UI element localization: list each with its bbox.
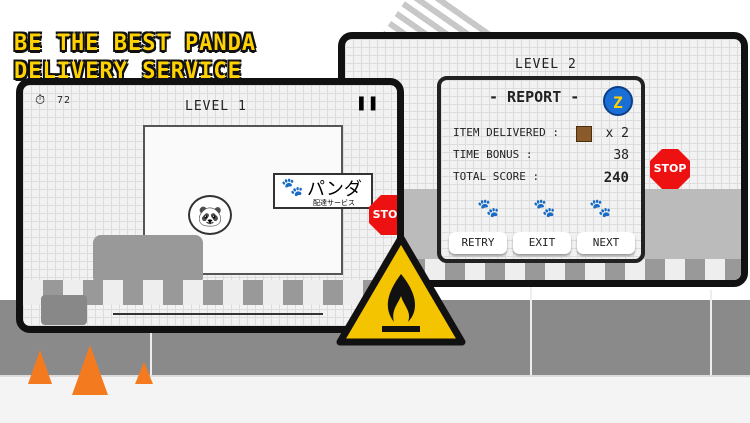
headline-line2: DELIVERY SERVICE — [14, 59, 242, 84]
level1-screen: ⏱ 72 LEVEL 1 ❚❚ 🐾 パンダ 配達サービス 🐼 STOP — [16, 78, 404, 333]
total-score-label: TOTAL SCORE : — [453, 170, 540, 183]
next-button[interactable]: NEXT — [577, 232, 635, 254]
stop-sign: STOP — [369, 195, 397, 235]
headline: BE THE BEST PANDA DELIVERY SERVICE — [14, 30, 256, 86]
level-label: LEVEL 1 — [185, 99, 247, 114]
exit-button[interactable]: EXIT — [513, 232, 571, 254]
level-label: LEVEL 2 — [515, 57, 577, 72]
windmill — [150, 300, 152, 380]
item-count: x 2 — [605, 126, 629, 141]
shop-sign: 🐾 パンダ 配達サービス — [273, 173, 373, 209]
timer-value: 72 — [57, 95, 72, 106]
windmill — [530, 280, 532, 380]
headline-line1: BE THE BEST PANDA — [14, 31, 257, 56]
control-button[interactable] — [41, 295, 87, 325]
z-badge-icon: Z — [603, 86, 633, 116]
sign-title: パンダ — [307, 179, 362, 200]
report-title: - REPORT - — [489, 88, 580, 106]
crate-icon — [576, 126, 593, 142]
time-bonus-label: TIME BONUS : — [453, 148, 533, 161]
paw-rating-icon: 🐾 — [589, 198, 612, 219]
pause-button[interactable]: ❚❚ — [355, 95, 379, 111]
windmill — [710, 290, 712, 380]
time-bonus-value: 38 — [613, 148, 629, 163]
item-delivered-label: ITEM DELIVERED : — [453, 126, 559, 139]
panda-speech-bubble: 🐼 — [188, 195, 232, 235]
stop-sign: STOP — [650, 149, 690, 189]
flammable-hazard-sign — [336, 234, 466, 346]
traffic-cone — [135, 362, 153, 384]
paw-rating-icon: 🐾 — [477, 198, 500, 219]
retry-button[interactable]: RETRY — [449, 232, 507, 254]
total-score-value: 240 — [603, 170, 629, 186]
paw-icon: 🐾 — [281, 177, 304, 198]
delivery-truck — [93, 235, 203, 285]
progress-track — [113, 313, 323, 315]
report-panel: - REPORT - Z ITEM DELIVERED : x 2 TIME B… — [437, 76, 645, 263]
road — [345, 259, 741, 280]
traffic-cone — [28, 350, 52, 384]
paw-rating-icon: 🐾 — [533, 198, 556, 219]
snow-ground — [0, 375, 750, 423]
traffic-cone — [72, 345, 108, 395]
stopwatch-icon: ⏱ — [35, 93, 46, 108]
sign-subtitle: 配達サービス — [313, 199, 355, 207]
